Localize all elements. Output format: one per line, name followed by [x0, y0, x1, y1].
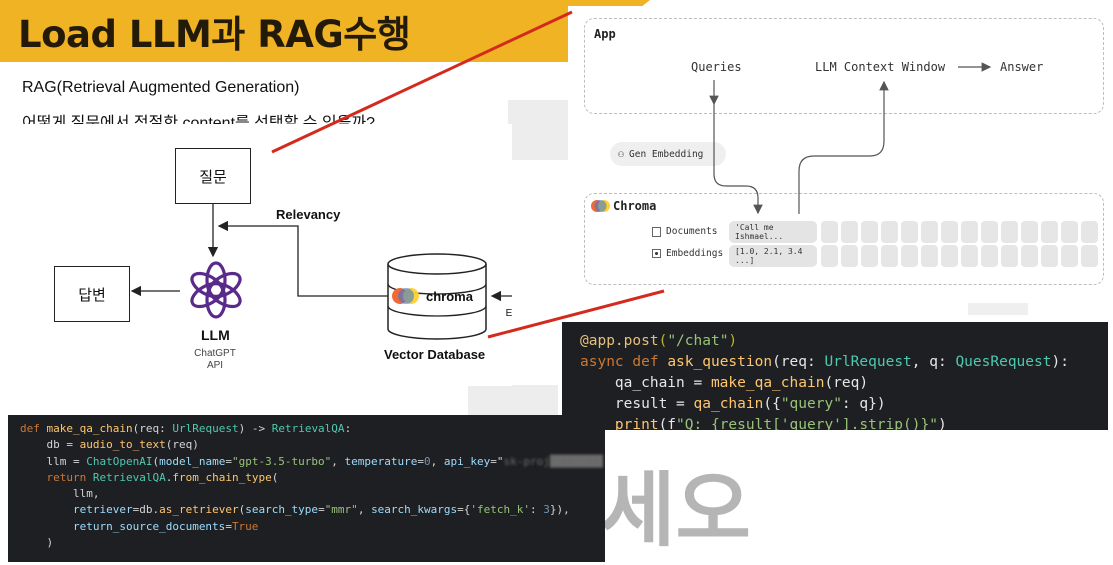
code-left-line-2: db = audio_to_text(req)	[20, 438, 199, 452]
chroma-table-cell	[1041, 245, 1058, 267]
chroma-table-cell	[1001, 221, 1018, 243]
chroma-table-cell	[921, 221, 938, 243]
chroma-table-cell	[981, 221, 998, 243]
chroma-table-cell	[861, 245, 878, 267]
code-left-line-6: retriever=db.as_retriever(search_type="m…	[72, 503, 570, 517]
embeddings-label: Embeddings	[666, 248, 724, 259]
code-left-line-7: return_source_documents=True	[72, 519, 259, 533]
code-left-line-3: llm = ChatOpenAI(model_name="gpt-3.5-tur…	[20, 454, 603, 468]
code-line-1: @app.post("/chat")	[580, 333, 738, 349]
blank-area	[605, 430, 1113, 565]
app-label: App	[594, 27, 616, 41]
watermark-overlay-text: 세오	[600, 470, 751, 558]
queries-label: Queries	[691, 60, 742, 74]
chroma-table-cell	[821, 245, 838, 267]
chroma-table-cell	[901, 245, 918, 267]
document-sample-cell: 'Call me Ishmael...	[729, 221, 817, 243]
chroma-table-cell	[881, 245, 898, 267]
page-title: Load LLM과 RAG수행	[18, 13, 411, 56]
chroma-box	[584, 193, 1104, 285]
chroma-table-cell	[821, 221, 838, 243]
code-left-line-8: )	[20, 536, 54, 550]
rag-diagram: 질문 답변 Relevancy LLM ChatGPT API chroma V…	[20, 124, 512, 386]
question-box: 질문	[175, 148, 251, 204]
llm-context-label: LLM Context Window	[815, 60, 946, 74]
chroma-panel-label: Chroma	[613, 199, 657, 213]
chroma-logo-icon	[392, 288, 419, 304]
code-left-line-5: llm,	[20, 487, 100, 501]
embeddings-row-label: Embeddings	[652, 248, 723, 259]
watermark-overlay: 세오	[600, 470, 800, 565]
arrow-queries-to-chroma	[713, 104, 763, 215]
llm-sub-api: API	[206, 359, 224, 371]
gen-embedding-label: Gen Embedding	[629, 148, 704, 160]
llm-sub-chatgpt: ChatGPT	[194, 348, 236, 359]
chroma-table-cell	[841, 245, 858, 267]
database-cylinder-icon	[387, 253, 487, 340]
arrow-chroma-to-llm	[798, 80, 889, 214]
chroma-table-cell	[1021, 245, 1038, 267]
gen-embedding-pill: ⚇ Gen Embedding	[610, 142, 726, 166]
chroma-table-cell	[1001, 245, 1018, 267]
rag-definition-text: RAG(Retrieval Augmented Generation)	[22, 79, 300, 96]
chroma-table-cell	[1021, 221, 1038, 243]
redacted-api-key: sk-proj████████	[503, 454, 603, 468]
openai-logo-icon	[190, 261, 242, 319]
chroma-table-cell	[1061, 221, 1078, 243]
code-line-3: qa_chain = make_qa_chain(req)	[580, 375, 869, 391]
embedding-sample-cell: [1.0, 2.1, 3.4 ...]	[729, 245, 817, 267]
code-line-5: print(f"Q: {result['query'].strip()}")	[614, 417, 947, 432]
app-box	[584, 18, 1104, 114]
llm-label: LLM	[201, 327, 230, 343]
chroma-table-cell	[1081, 245, 1098, 267]
chroma-table-cell	[841, 221, 858, 243]
chroma-table-cell	[981, 245, 998, 267]
code-line-4: result = qa_chain({"query": q})	[580, 396, 886, 412]
chroma-table-cell	[1081, 221, 1098, 243]
answer-label: Answer	[1000, 60, 1044, 74]
code-left-line-1: def make_qa_chain(req: UrlRequest) -> Re…	[20, 422, 352, 435]
chat-endpoint-code: @app.post("/chat") async def ask_questio…	[562, 322, 1108, 432]
chroma-small-logo-icon	[591, 200, 610, 212]
relevancy-label: Relevancy	[276, 207, 341, 222]
vector-database-label: Vector Database	[384, 347, 486, 362]
chroma-architecture-panel: App Queries LLM Context Window Answer ⚇ …	[568, 6, 1113, 303]
chroma-table-cell	[1061, 245, 1078, 267]
embedding-dot-icon	[652, 249, 661, 258]
code-line-2: async def ask_question(req: UrlRequest, …	[580, 354, 1069, 370]
chroma-flow-arrows	[709, 62, 992, 215]
chroma-label: chroma	[426, 289, 473, 304]
embedding-icon: ⚇	[618, 148, 625, 160]
chroma-table-cell	[1041, 221, 1058, 243]
chroma-table-cell	[881, 221, 898, 243]
chroma-table-cell	[861, 221, 878, 243]
chroma-table-cell	[961, 221, 978, 243]
answer-box: 답변	[54, 266, 130, 322]
chroma-table-cell	[921, 245, 938, 267]
arrow-db-relevancy	[217, 220, 388, 297]
chroma-table-cell	[941, 245, 958, 267]
chroma-table-cell	[941, 221, 958, 243]
chroma-table-cell	[961, 245, 978, 267]
documents-label: Documents	[666, 226, 718, 237]
qa-chain-code: def make_qa_chain(req: UrlRequest) -> Re…	[8, 415, 605, 562]
documents-row-label: Documents	[652, 226, 717, 237]
cut-label: E	[505, 308, 513, 319]
llm-sub-label: ChatGPT API	[190, 348, 240, 371]
code-left-line-4: return RetrievalQA.from_chain_type(	[46, 470, 279, 484]
document-icon	[652, 226, 661, 237]
chroma-table-cell	[901, 221, 918, 243]
